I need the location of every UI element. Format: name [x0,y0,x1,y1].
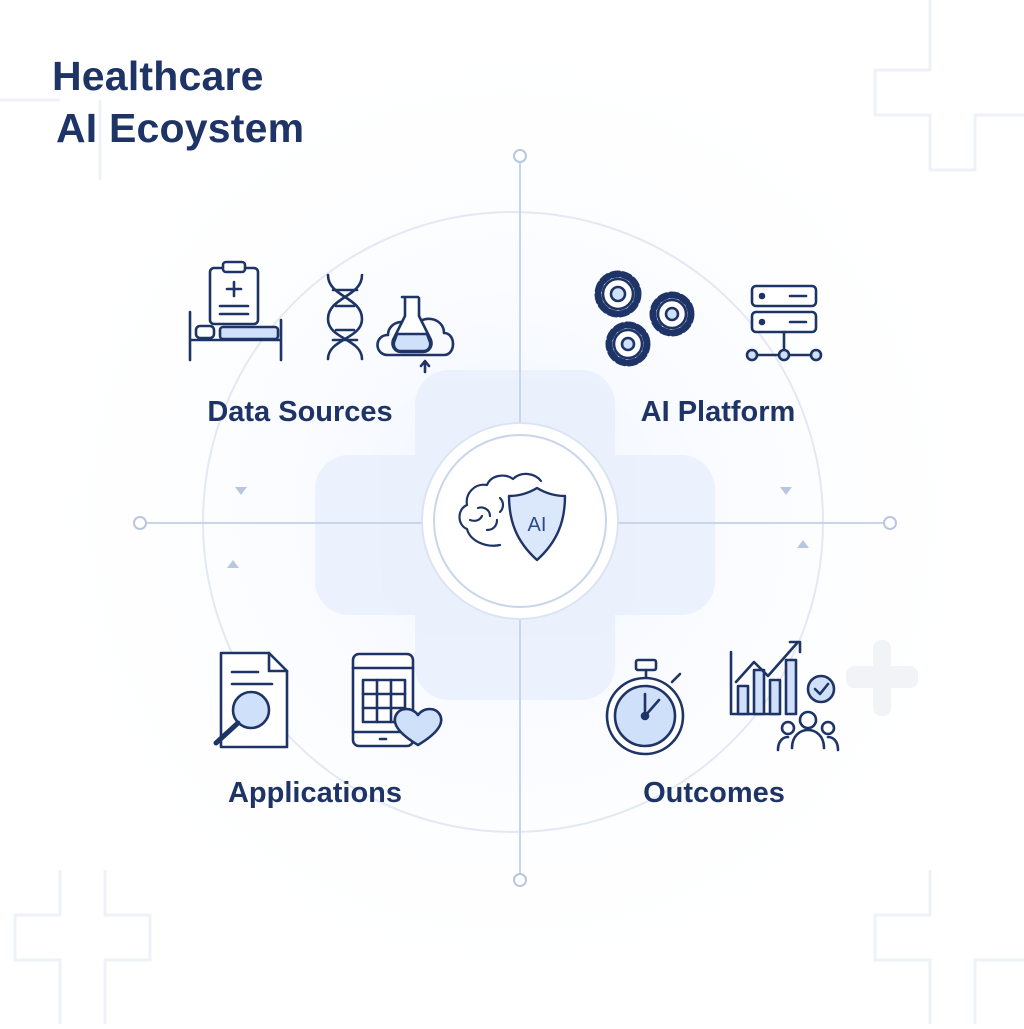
lab-flask-cloud-icon [376,295,455,374]
clipboard-icon [208,260,260,326]
data-sources-icons [188,260,455,374]
applications-icons [213,651,443,749]
shield-icon [507,486,567,562]
arrow-left-bottom [227,560,239,568]
title-line-1: Healthcare [52,53,264,99]
corner-cross-top-right [873,0,1024,172]
node-left [133,516,147,530]
ai-platform-icons [594,270,823,367]
hospital-bed-icon [188,310,283,362]
gears-icon [594,270,695,367]
stopwatch-icon [605,658,685,756]
quadrant-label-data-sources: Data Sources [207,396,393,428]
corner-cross-bottom-right [873,870,1024,1024]
document-search-icon [213,651,289,749]
node-right [883,516,897,530]
center-badge-text: AI [528,514,547,536]
outcomes-icons [605,640,840,756]
arrow-right-bottom [797,540,809,548]
cycle-arrows [227,487,809,568]
tablet-calendar-heart-icon [351,652,443,748]
brain-icon [458,472,543,547]
quadrant-label-outcomes: Outcomes [643,777,785,809]
medical-cross-small [846,640,918,716]
axis-end-nodes [133,149,897,887]
server-network-icon [745,284,823,362]
growth-chart-team-icon [729,640,840,752]
node-top [513,149,527,163]
quadrant-label-ai-platform: AI Platform [640,396,796,428]
center-hub: AI [421,422,619,620]
arrow-left-top [235,487,247,495]
corner-cross-bottom-left [13,870,152,1024]
node-bottom [513,873,527,887]
axes [146,162,884,874]
quadrant-label-applications: Applications [227,777,403,809]
diagram-title: Healthcare AI Ecoystem [52,50,304,154]
corner-cross-top-left [0,98,102,180]
arrow-right-top [780,487,792,495]
dna-icon [326,273,364,361]
title-line-2: AI Ecoystem [56,105,305,151]
